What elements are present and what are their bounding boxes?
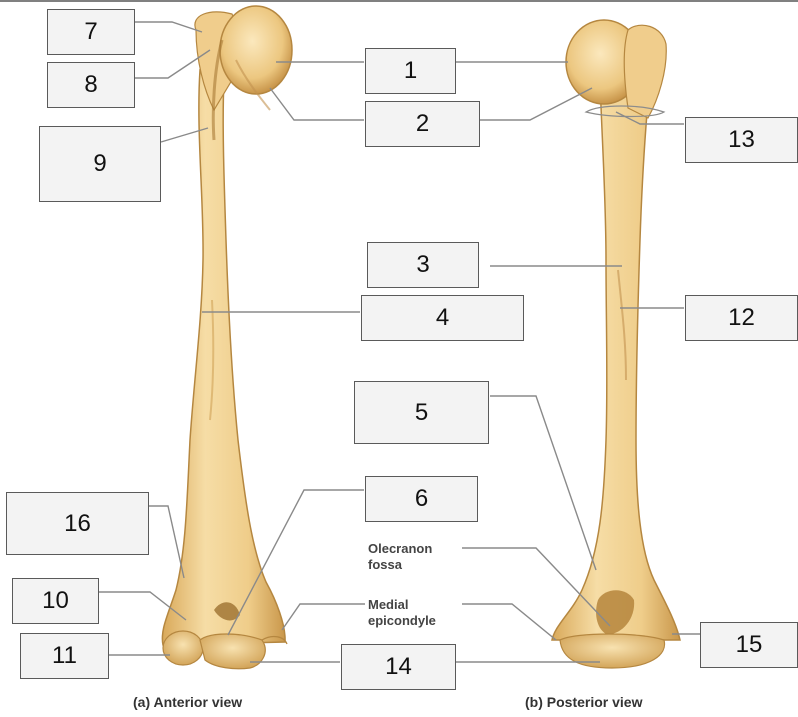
label-box-7[interactable]: 7 xyxy=(47,9,135,55)
anterior-capitulum xyxy=(163,631,203,665)
anterior-trochlea xyxy=(200,634,265,669)
leader-5 xyxy=(490,396,596,570)
posterior-humerus xyxy=(552,20,680,668)
label-box-4[interactable]: 4 xyxy=(361,295,524,341)
label-box-5[interactable]: 5 xyxy=(354,381,489,444)
olecranon-fossa-label: Olecranon fossa xyxy=(368,541,432,573)
label-box-8[interactable]: 8 xyxy=(47,62,135,108)
label-box-11[interactable]: 11 xyxy=(20,633,109,679)
posterior-view-caption: (b) Posterior view xyxy=(525,694,642,710)
label-box-2[interactable]: 2 xyxy=(365,101,480,147)
label-box-9[interactable]: 9 xyxy=(39,126,161,202)
leader-7 xyxy=(135,22,202,32)
olecranon-fossa-line1: Olecranon xyxy=(368,541,432,557)
label-box-3[interactable]: 3 xyxy=(367,242,479,288)
label-box-12[interactable]: 12 xyxy=(685,295,798,341)
leader-medial-ant xyxy=(282,604,365,630)
anterior-head xyxy=(220,6,292,94)
posterior-greater-tubercle xyxy=(624,25,666,118)
label-box-13[interactable]: 13 xyxy=(685,117,798,163)
medial-epicondyle-line2: epicondyle xyxy=(368,613,436,629)
label-box-14[interactable]: 14 xyxy=(341,644,456,690)
leader-16 xyxy=(148,506,184,578)
label-box-6[interactable]: 6 xyxy=(365,476,478,522)
anterior-shaft xyxy=(162,70,285,645)
medial-epicondyle-line1: Medial xyxy=(368,597,436,613)
label-box-16[interactable]: 16 xyxy=(6,492,149,555)
label-box-1[interactable]: 1 xyxy=(365,48,456,94)
leader-2b xyxy=(480,88,592,120)
posterior-trochlea xyxy=(560,634,665,668)
label-box-10[interactable]: 10 xyxy=(12,578,99,624)
label-box-15[interactable]: 15 xyxy=(700,622,798,668)
medial-epicondyle-label: Medial epicondyle xyxy=(368,597,436,629)
anterior-view-caption: (a) Anterior view xyxy=(133,694,242,710)
leader-2 xyxy=(270,88,364,120)
posterior-shaft xyxy=(552,80,680,640)
leader-medial-post xyxy=(462,604,556,640)
olecranon-fossa-line2: fossa xyxy=(368,557,432,573)
